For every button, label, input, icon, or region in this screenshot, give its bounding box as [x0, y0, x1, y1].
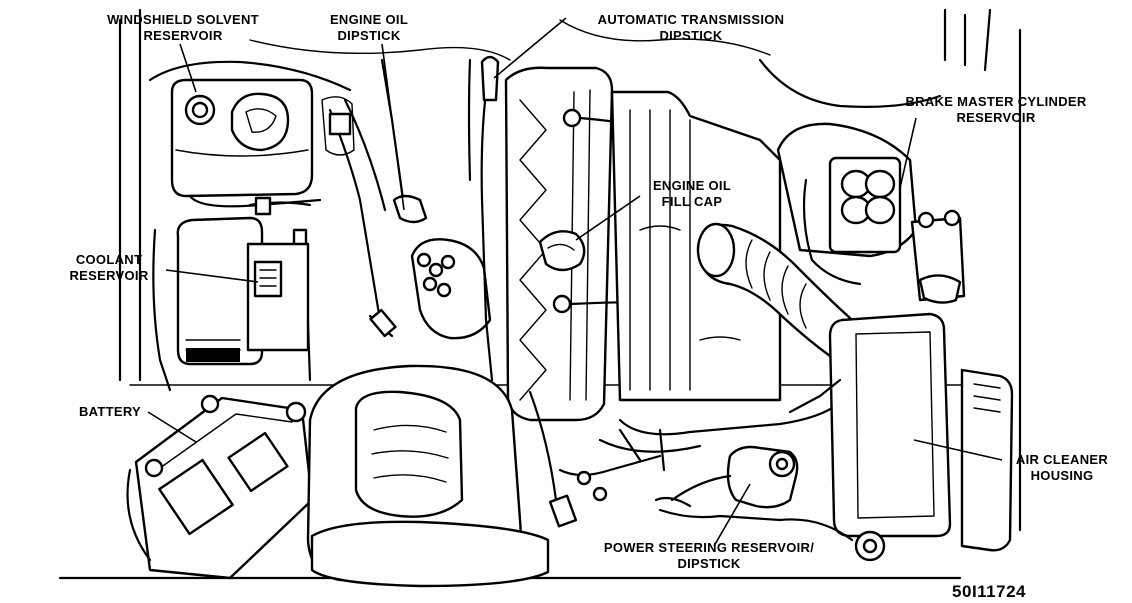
battery [126, 394, 314, 580]
engine-oil-fill-cap [538, 230, 586, 272]
label-battery: BATTERY [79, 404, 141, 419]
label-coolant-line2: RESERVOIR [69, 268, 148, 283]
leader-air-cleaner [913, 439, 1003, 461]
leader-coolant [165, 269, 259, 283]
label-brake-master-line2: RESERVOIR [956, 110, 1035, 125]
label-brake-master-line1: BRAKE MASTER CYLINDER [905, 94, 1086, 109]
leader-lines [147, 17, 1003, 547]
engine-oil-dipstick [321, 58, 428, 224]
label-coolant-line1: COOLANT [76, 252, 142, 267]
leader-engine-oil-fill [575, 195, 641, 241]
label-air-cleaner-line1: AIR CLEANER [1016, 452, 1108, 467]
intake-manifold [598, 90, 840, 453]
label-automatic-transmission-line2: DIPSTICK [659, 28, 722, 43]
label-engine-oil-fill-line1: ENGINE OIL [653, 178, 731, 193]
label-engine-oil-dipstick-line2: DIPSTICK [337, 28, 400, 43]
radiator-hose-and-fan [306, 364, 578, 588]
label-power-steering-line1: POWER STEERING RESERVOIR/ [604, 540, 814, 555]
windshield-solvent-reservoir [170, 78, 322, 208]
transmission-dipstick-tube [467, 55, 500, 382]
power-steering-reservoir [658, 445, 886, 562]
callout-labels: WINDSHIELD SOLVENT RESERVOIR ENGINE OIL … [69, 12, 1108, 601]
leader-automatic-transmission [493, 17, 567, 79]
lower-details [558, 428, 692, 508]
label-engine-oil-fill-line2: FILL CAP [662, 194, 723, 209]
leader-engine-oil-dipstick [381, 43, 405, 211]
label-windshield-solvent-line2: RESERVOIR [143, 28, 222, 43]
leader-windshield-solvent [179, 43, 197, 93]
label-automatic-transmission-line1: AUTOMATIC TRANSMISSION [598, 12, 785, 27]
label-power-steering-line2: DIPSTICK [677, 556, 740, 571]
label-air-cleaner-line2: HOUSING [1031, 468, 1094, 483]
air-cleaner-housing [788, 312, 1014, 552]
distributor [368, 238, 492, 340]
leader-power-steering [713, 483, 751, 547]
air-intake-duct [696, 222, 852, 358]
label-windshield-solvent-line1: WINDSHIELD SOLVENT [107, 12, 259, 27]
figure-code: 50I11724 [952, 582, 1026, 601]
brake-master-cylinder-reservoir [758, 58, 966, 304]
leader-battery [147, 411, 197, 443]
leader-brake-master [899, 117, 917, 189]
coolant-reservoir [176, 216, 310, 366]
label-engine-oil-dipstick-line1: ENGINE OIL [330, 12, 408, 27]
